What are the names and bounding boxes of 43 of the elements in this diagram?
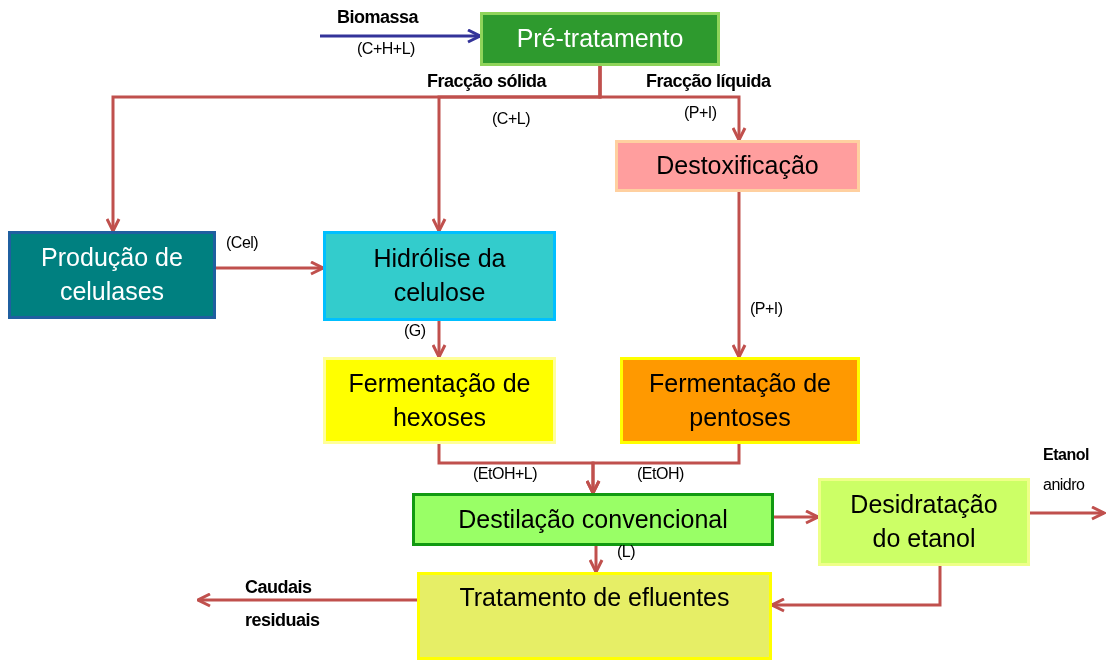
node-label: Hidrólise da celulose <box>372 243 507 308</box>
node-label: Destilação convencional <box>458 503 728 535</box>
node-label: Produção de celulases <box>40 242 184 307</box>
arrow <box>431 321 447 359</box>
flow-label: (C+H+L) <box>357 40 415 59</box>
flow-label: Fracção líquida <box>646 71 771 92</box>
process-box <box>480 12 720 66</box>
edge-label: (Cel) <box>226 234 259 253</box>
node-label: Pré-tratamento <box>516 23 684 55</box>
edge-label: (EtOH+L) <box>473 465 537 484</box>
arrow <box>598 66 747 142</box>
arrow <box>731 192 747 359</box>
process-box <box>323 231 556 321</box>
edge-label: (P+I) <box>750 300 783 319</box>
edge-label: (L) <box>617 543 636 562</box>
process-box <box>818 478 1030 566</box>
arrow <box>216 260 325 276</box>
edge-label: Biomassa <box>337 7 419 28</box>
arrow <box>1030 505 1106 521</box>
arrow <box>585 444 741 495</box>
arrow <box>588 546 604 574</box>
node-label: Fermentação de hexoses <box>347 367 532 433</box>
process-box <box>615 140 860 192</box>
process-box <box>412 493 774 546</box>
node-label: Tratamento de efluentes <box>459 582 730 613</box>
flow-label: Fracção sólida <box>427 71 547 92</box>
node-label: Destoxificação <box>656 150 819 182</box>
edge-label: Caudais residuais <box>245 576 321 632</box>
node-label: Desidratação do etanol <box>849 489 999 554</box>
edge-label: (C+L) <box>492 110 530 129</box>
process-box <box>417 572 772 660</box>
node-label: Fermentação de pentoses <box>647 367 832 433</box>
edge-label: (P+I) <box>684 104 717 123</box>
arrow <box>196 592 417 608</box>
edge-label: (EtOH) <box>637 465 684 484</box>
process-box <box>323 357 556 444</box>
arrow <box>320 28 482 44</box>
edge-label: (G) <box>404 322 426 341</box>
edge-label: Etanol anidro <box>1043 445 1090 495</box>
process-box <box>8 231 216 319</box>
process-box <box>620 357 860 444</box>
arrow <box>774 509 820 525</box>
arrow <box>770 566 942 613</box>
